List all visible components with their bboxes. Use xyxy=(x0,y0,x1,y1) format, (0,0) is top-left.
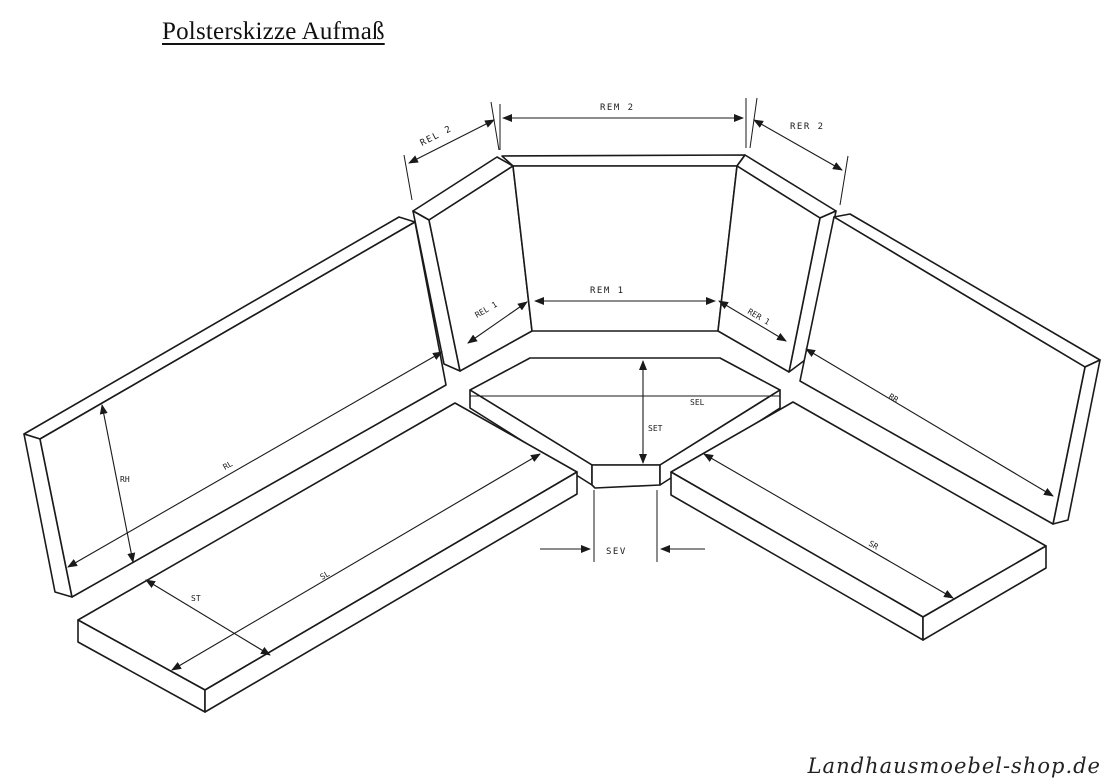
dimension-rer2: RER 2 xyxy=(749,97,849,206)
label-rr: RR xyxy=(887,392,900,405)
label-rer2: RER 2 xyxy=(790,122,825,132)
label-set: SET xyxy=(648,424,663,433)
watermark-text: Landhausmoebel-shop.de xyxy=(807,754,1101,778)
middle-corner-back-panel xyxy=(501,154,746,332)
dimension-set: SET xyxy=(639,360,663,464)
label-sel: SEL xyxy=(690,398,705,407)
dimension-rem1: REM 1 xyxy=(534,286,716,305)
label-rh: RH xyxy=(120,475,130,484)
label-rel2: REL 2 xyxy=(419,124,454,149)
dimension-rr: RR xyxy=(805,348,1054,497)
label-sr: SR xyxy=(867,539,880,552)
label-rem2: REM 2 xyxy=(600,103,635,113)
dimension-rem2: REM 2 xyxy=(499,98,747,150)
dimension-sel: SEL xyxy=(470,395,780,407)
dimension-sl: SL xyxy=(171,453,541,671)
dimension-sev: SEV xyxy=(540,490,705,562)
dimension-sr: SR xyxy=(703,453,954,599)
label-sl: SL xyxy=(319,569,332,582)
label-sev: SEV xyxy=(606,547,627,557)
label-st: ST xyxy=(191,594,201,603)
page-title: Polsterskizze Aufmaß xyxy=(162,18,385,45)
label-rem1: REM 1 xyxy=(590,286,625,296)
corner-seat-cushion xyxy=(469,357,781,489)
